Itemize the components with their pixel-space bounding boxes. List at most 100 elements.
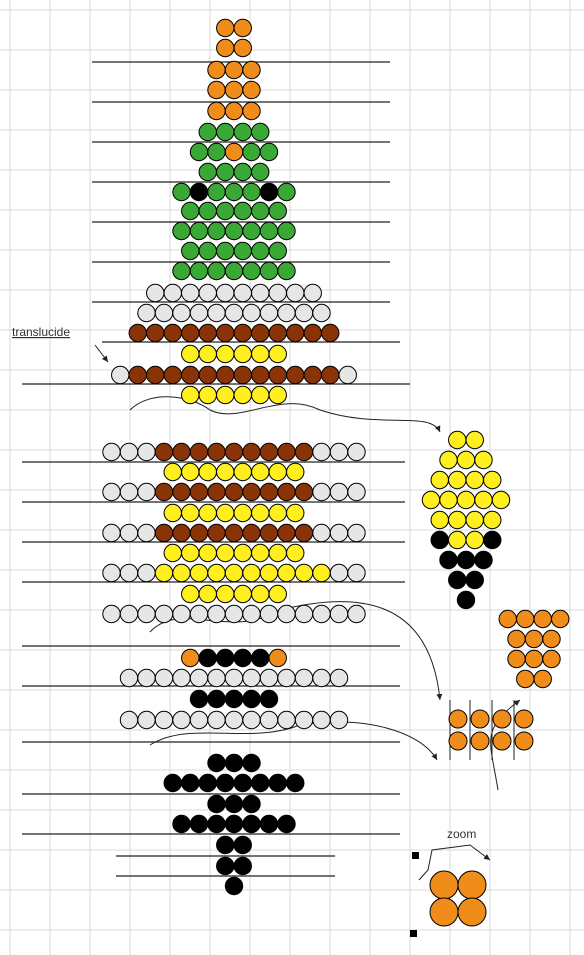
yellow-bead: [269, 585, 286, 602]
translucent-bead: [173, 669, 190, 686]
green-bead: [190, 143, 207, 160]
translucent-bead: [278, 605, 295, 622]
black-bead: [431, 531, 448, 548]
translucent-bead: [103, 483, 120, 500]
green-bead: [208, 222, 225, 239]
connector-curve: [150, 722, 437, 760]
orange-bead: [225, 81, 242, 98]
black-bead: [457, 551, 474, 568]
translucent-bead: [208, 605, 225, 622]
orange-bead: [471, 710, 489, 728]
black-bead: [234, 857, 251, 874]
translucent-bead: [243, 304, 260, 321]
black-bead: [234, 649, 251, 666]
brown-bead: [182, 366, 199, 383]
green-bead: [278, 262, 295, 279]
brown-bead: [252, 324, 269, 341]
yellow-bead: [182, 585, 199, 602]
orange-bead: [515, 732, 533, 750]
brown-bead: [199, 366, 216, 383]
yellow-bead: [440, 491, 457, 508]
black-bead: [225, 815, 242, 832]
black-bead: [287, 774, 304, 791]
green-bead: [252, 163, 269, 180]
yellow-bead: [182, 386, 199, 403]
yellow-bead: [269, 544, 286, 561]
translucent-bead: [252, 284, 269, 301]
translucent-bead: [313, 443, 330, 460]
translucent-bead: [138, 524, 155, 541]
yellow-bead: [199, 345, 216, 362]
translucent-bead: [287, 284, 304, 301]
brown-bead: [155, 483, 172, 500]
black-bead: [234, 774, 251, 791]
yellow-bead: [199, 386, 216, 403]
translucent-bead: [138, 304, 155, 321]
translucent-bead: [260, 711, 277, 728]
green-bead: [243, 183, 260, 200]
translucent-bead: [155, 669, 172, 686]
brown-bead: [278, 443, 295, 460]
translucent-bead: [330, 524, 347, 541]
yellow-bead: [164, 504, 181, 521]
translucent-bead: [243, 605, 260, 622]
brown-bead: [190, 483, 207, 500]
brown-bead: [225, 443, 242, 460]
yellow-bead: [457, 451, 474, 468]
translucent-bead: [225, 711, 242, 728]
brown-bead: [260, 443, 277, 460]
yellow-bead: [173, 564, 190, 581]
translucent-bead: [225, 669, 242, 686]
brown-bead: [295, 443, 312, 460]
brown-bead: [217, 366, 234, 383]
orange-bead: [225, 61, 242, 78]
black-bead: [252, 774, 269, 791]
orange-bead: [217, 19, 234, 36]
translucent-bead: [120, 483, 137, 500]
yellow-bead: [208, 564, 225, 581]
translucent-bead: [120, 443, 137, 460]
brown-bead: [234, 366, 251, 383]
bead-pattern: [103, 19, 569, 926]
translucent-bead: [313, 304, 330, 321]
translucent-bead: [234, 284, 251, 301]
translucent-bead: [269, 284, 286, 301]
translucent-bead: [348, 605, 365, 622]
brown-bead: [190, 443, 207, 460]
yellow-bead: [449, 431, 466, 448]
orange-bead: [243, 81, 260, 98]
green-bead: [199, 202, 216, 219]
green-bead: [234, 242, 251, 259]
black-bead: [217, 836, 234, 853]
orange-bead: [499, 610, 516, 627]
brown-bead: [278, 524, 295, 541]
green-bead: [234, 123, 251, 140]
brown-bead: [287, 324, 304, 341]
translucent-bead: [173, 711, 190, 728]
yellow-bead: [466, 471, 483, 488]
green-bead: [225, 222, 242, 239]
brown-bead: [322, 366, 339, 383]
yellow-bead: [234, 585, 251, 602]
orange-bead: [534, 610, 551, 627]
yellow-bead: [199, 585, 216, 602]
yellow-bead: [475, 491, 492, 508]
green-bead: [182, 242, 199, 259]
black-bead: [217, 857, 234, 874]
brown-bead: [295, 483, 312, 500]
yellow-bead: [313, 564, 330, 581]
yellow-bead: [260, 564, 277, 581]
yellow-bead: [449, 511, 466, 528]
translucent-bead: [295, 304, 312, 321]
black-bead: [217, 649, 234, 666]
translucent-bead: [330, 564, 347, 581]
translucent-bead: [208, 304, 225, 321]
translucent-bead: [217, 284, 234, 301]
black-bead: [225, 754, 242, 771]
translucent-bead: [138, 564, 155, 581]
translucent-bead: [173, 605, 190, 622]
black-bead: [252, 649, 269, 666]
green-bead: [208, 262, 225, 279]
yellow-bead: [225, 564, 242, 581]
translucent-bead: [199, 284, 216, 301]
